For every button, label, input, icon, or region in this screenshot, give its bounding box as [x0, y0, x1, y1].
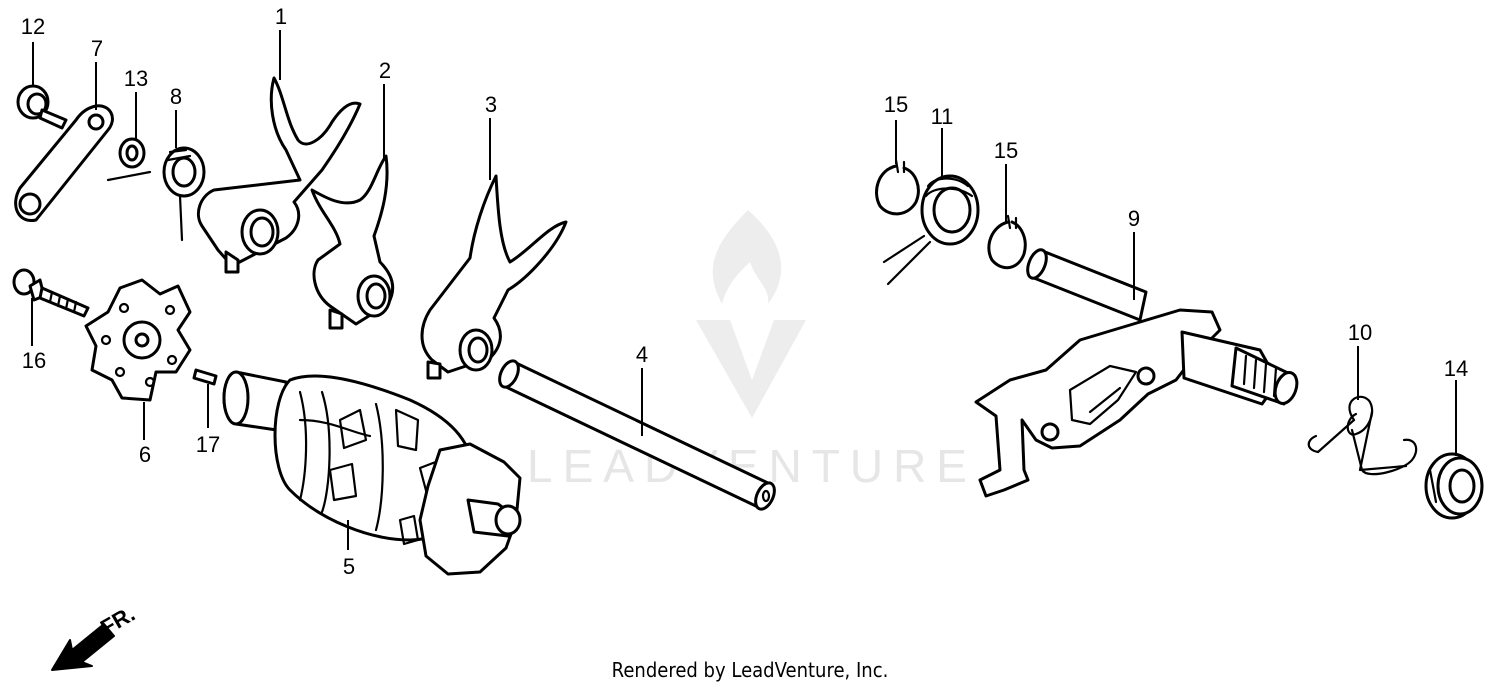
part-7-stopper-arm[interactable] [14, 104, 114, 222]
arrow-down-left-icon [51, 623, 115, 671]
footer-credit: Rendered by LeadVenture, Inc. [611, 658, 889, 682]
part-16-bolt[interactable] [12, 268, 90, 318]
part-14-oil-seal[interactable] [1424, 452, 1484, 520]
part-4-shaft[interactable] [496, 358, 778, 512]
callout-1: 1 [275, 4, 287, 29]
callout-13: 13 [124, 66, 148, 91]
callout-10: 10 [1348, 320, 1372, 345]
part-15-circlip-right[interactable] [987, 214, 1027, 270]
callout-17: 17 [196, 432, 220, 457]
watermark-logo-icon [696, 210, 806, 418]
part-15-circlip-left[interactable] [875, 158, 920, 216]
callout-15-right: 15 [994, 138, 1018, 163]
part-13-washer[interactable] [118, 137, 146, 169]
part-9-shift-spindle[interactable] [974, 247, 1301, 498]
callout-3: 3 [485, 92, 497, 117]
callout-2: 2 [379, 58, 391, 83]
part-5-shift-drum[interactable] [222, 370, 522, 576]
part-6-star-plate[interactable] [84, 278, 192, 402]
watermark: LEADVENTURE [527, 210, 967, 492]
part-10-return-spring[interactable] [1307, 395, 1418, 476]
part-11-torsion-spring[interactable] [882, 174, 980, 286]
callout-4: 4 [636, 342, 648, 367]
callout-labels: 12 7 13 8 1 2 3 16 6 17 5 4 15 11 15 9 1… [21, 4, 1468, 579]
callout-7: 7 [91, 36, 103, 61]
part-12-flange-nut[interactable] [16, 84, 68, 130]
part-8-spring[interactable] [106, 146, 206, 242]
part-17-dowel-pin[interactable] [192, 368, 218, 386]
callout-11: 11 [931, 104, 954, 129]
callout-6: 6 [139, 442, 151, 467]
callout-9: 9 [1128, 206, 1140, 231]
callout-16: 16 [22, 348, 46, 373]
callout-8: 8 [170, 84, 182, 109]
part-1-shift-fork[interactable] [197, 76, 362, 274]
callout-15-left: 15 [884, 92, 908, 117]
part-2-shift-fork[interactable] [310, 154, 395, 330]
callout-12: 12 [21, 14, 45, 39]
leader-lines [31, 30, 1457, 550]
callout-5: 5 [343, 554, 355, 579]
part-3-shift-fork[interactable] [420, 174, 568, 380]
callout-14: 14 [1444, 356, 1468, 381]
